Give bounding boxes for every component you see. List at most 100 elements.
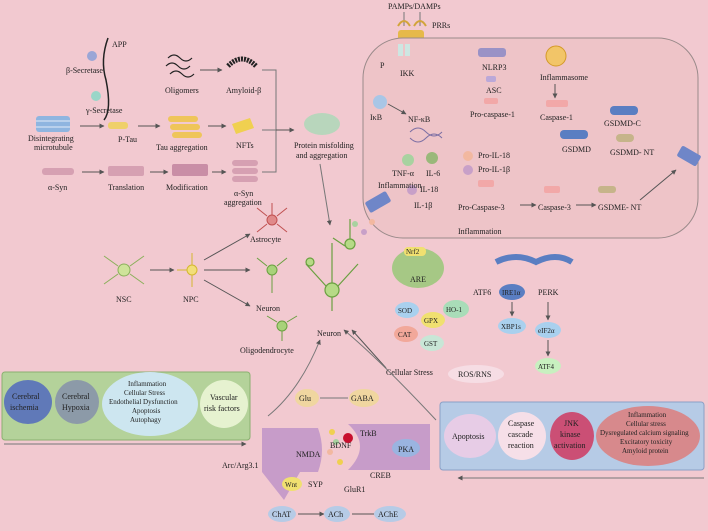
syp-label: SYP: [308, 480, 323, 489]
nrf2-label: Nrf2: [406, 248, 420, 256]
postsynaptic-terminal: [348, 424, 430, 470]
il18-icon: [407, 185, 417, 195]
eif2a-badge: [535, 322, 561, 338]
misfolding-label-1: Protein misfolding: [294, 141, 354, 150]
app-label: APP: [112, 40, 127, 49]
astrocyte-label: Astrocyte: [250, 235, 282, 244]
eif2a-label: eIF2α: [538, 327, 555, 335]
causes-ellipse: [102, 372, 198, 436]
ischemia-label-2: ischemia: [10, 403, 39, 412]
er-membrane-icon: [494, 254, 574, 266]
asc-icon: [486, 76, 496, 82]
alpha-syn-icon: [42, 168, 74, 175]
apoptosis-circle: [444, 414, 496, 458]
ros-badge: [448, 365, 504, 383]
astrocyte-icon: [256, 203, 288, 233]
effect-5: Amyloid protein: [622, 447, 669, 455]
npc-cell-icon: [177, 253, 198, 287]
pro-caspase-1-label: Pro-caspase-1: [470, 110, 515, 119]
trkb-label: TrkB: [360, 429, 377, 438]
ikb-label: IκB: [370, 113, 382, 122]
il6-label: IL-6: [426, 169, 440, 178]
hypoxia-circle: [55, 380, 99, 424]
jnk-label-1: JNK: [564, 419, 579, 428]
cat-label: CAT: [398, 331, 412, 339]
prrs-label: PRRs: [432, 21, 450, 30]
gamma-secretase-icon: [91, 91, 101, 101]
ach-badge: [324, 506, 350, 522]
tau-aggregation-icon: [168, 116, 202, 138]
app-membrane-strand: [102, 37, 110, 121]
modification-label: Modification: [166, 183, 208, 192]
central-neuron-icon: [305, 219, 359, 311]
microtubule-label: microtubule: [34, 143, 73, 152]
effect-1: Inflammation: [628, 411, 667, 419]
vascular-label-1: Vascular: [210, 393, 238, 402]
hypoxia-label-1: Cerebral: [62, 392, 90, 401]
gsdmd-c-icon: [610, 106, 638, 115]
inflammasome-label: Inflammasome: [540, 73, 588, 82]
caspase-label-3: reaction: [508, 441, 534, 450]
nfts-label: NFTs: [236, 141, 254, 150]
nlrp3-label: NLRP3: [482, 63, 506, 72]
cause-1: Inflammation: [128, 380, 167, 388]
il18-label: IL-18: [420, 185, 438, 194]
ho1-badge: [443, 300, 469, 318]
pro-caspase-3-label: Pro-Caspase-3: [458, 203, 505, 212]
effects-ellipse: [596, 406, 700, 466]
dna-icon: [409, 127, 443, 143]
ach-label: ACh: [328, 510, 343, 519]
arc-label: Arc/Arg3.1: [222, 461, 259, 470]
nfkb-label: NF-κB: [408, 115, 430, 124]
gaba-badge: [349, 389, 379, 407]
nmda-label: NMDA: [296, 450, 321, 459]
nrf2-are-ellipse: [392, 248, 444, 288]
jnk-label-3: activation: [554, 441, 586, 450]
amyloid-connector: [262, 69, 294, 131]
atf6-label: ATF6: [473, 288, 491, 297]
syn-aggregation-label-1: α-Syn: [234, 189, 253, 198]
pro-caspase-1-icon: [484, 98, 498, 104]
modification-icon: [172, 164, 208, 176]
ache-badge: [374, 506, 406, 522]
translation-icon: [108, 166, 144, 176]
oligodendrocyte-icon: [266, 315, 298, 341]
ache-label: AChE: [378, 510, 398, 519]
chat-label: ChAT: [272, 510, 291, 519]
glur1-label: GluR1: [344, 485, 365, 494]
amyloid-beta-label: Amyloid-β: [226, 86, 261, 95]
ischemia-circle: [4, 380, 52, 424]
gpx-label: GPX: [424, 317, 438, 325]
gsdmd-nt-icon: [616, 134, 634, 142]
alpha-syn-label: α-Syn: [48, 183, 67, 192]
gst-label: GST: [424, 340, 438, 348]
npc-label: NPC: [183, 295, 199, 304]
neuron-center-label: Neuron: [317, 329, 341, 338]
oligomers-icon: [165, 54, 195, 78]
ptau-label: P-Tau: [118, 135, 137, 144]
cause-3: Endothelial Dysfunction: [109, 398, 178, 406]
atf4-label: ATF4: [538, 363, 554, 371]
pro-il18-label: Pro-IL-18: [478, 151, 510, 160]
inflammasome-icon: [545, 45, 567, 67]
gsdme-nt-label: GSDME- NT: [598, 203, 641, 212]
gsdmd-icon: [560, 130, 588, 139]
p-label: P: [380, 61, 385, 70]
perk-label: PERK: [538, 288, 559, 297]
glu-badge: [295, 389, 319, 407]
effect-4: Excitatory toxicity: [620, 438, 673, 446]
pamps-label: PAMPs/DAMPs: [388, 2, 441, 11]
pka-badge: [392, 439, 420, 457]
amyloid-beta-icon: [226, 56, 258, 68]
ros-label: ROS/RNS: [458, 370, 491, 379]
cause-4: Apoptosis: [132, 407, 161, 415]
oligodendrocyte-arrow: [203, 279, 251, 307]
gamma-secretase-label: γ-Secretase: [85, 106, 123, 115]
stress-arrow: [351, 329, 387, 369]
il1b-label: IL-1β: [414, 201, 432, 210]
ire1a-label: IRE1α: [502, 289, 521, 297]
creb-label: CREB: [370, 471, 391, 480]
beta-secretase-label: β-Secretase: [66, 66, 103, 75]
nsc-label: NSC: [116, 295, 132, 304]
